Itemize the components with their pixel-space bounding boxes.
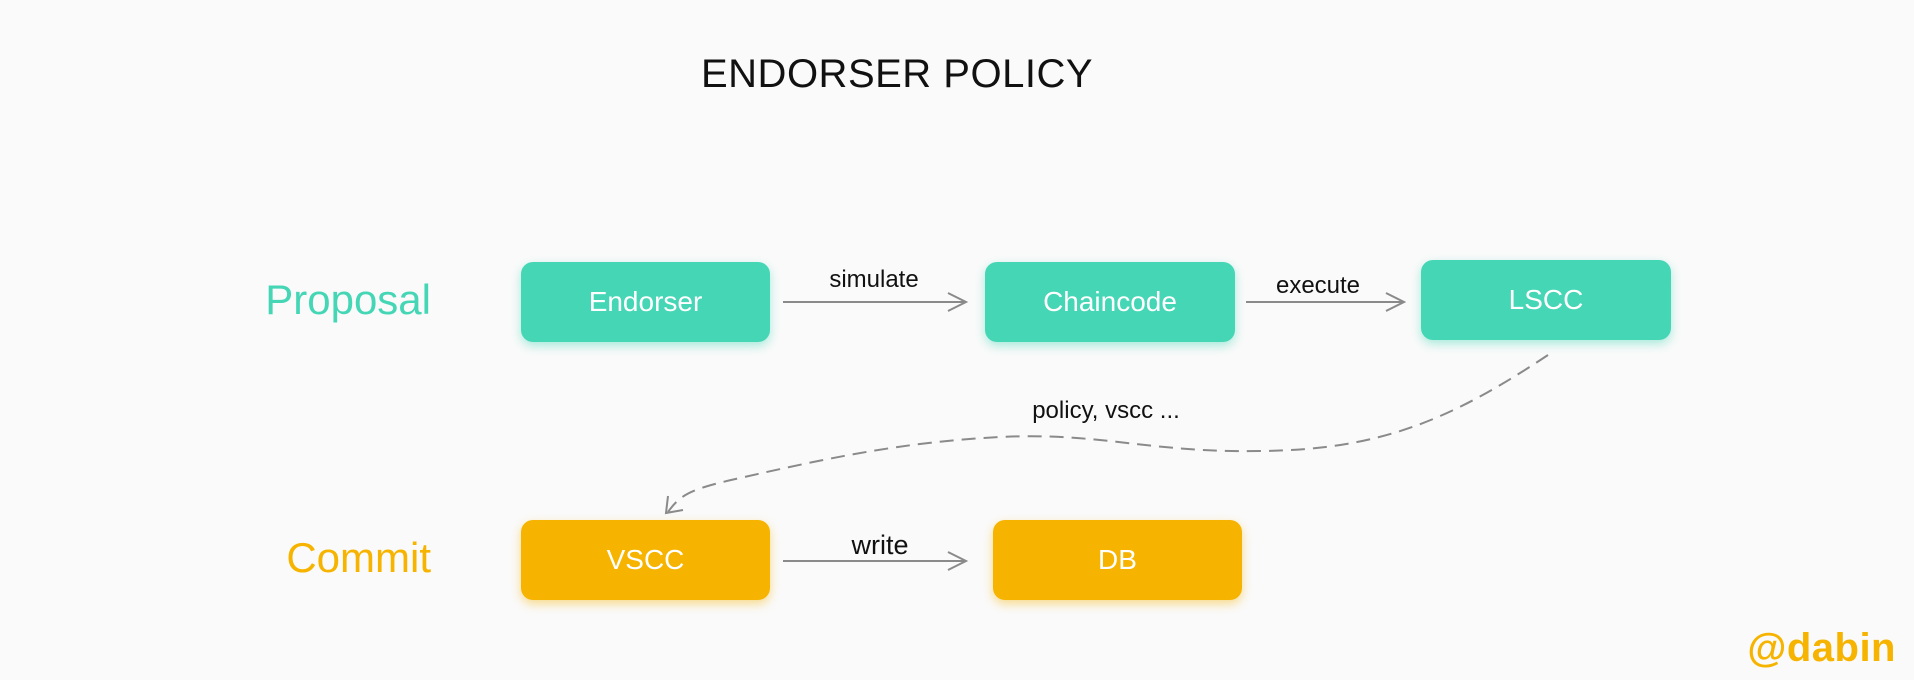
simulate-arrowhead [947,292,969,312]
db-node: DB [993,520,1242,600]
endorser-node: Endorser [521,262,770,342]
simulate-label: simulate [829,266,919,293]
policy-label: policy, vscc ... [1032,397,1180,424]
execute-label: execute [1275,272,1361,299]
write-arrowhead [947,551,969,571]
vscc-node: VSCC [521,520,770,600]
chaincode-node: Chaincode [985,262,1235,342]
commit-row-label: Commit [286,534,431,581]
policy-dashed-curve [667,354,1549,513]
diagram-title: ENDORSER POLICY [700,52,1094,96]
lscc-node: LSCC [1421,260,1671,340]
execute-arrowhead [1385,292,1407,312]
policy-arrowhead [664,495,684,515]
author-watermark: @dabin [1747,626,1896,670]
write-label: write [851,530,909,560]
proposal-row-label: Proposal [265,276,431,323]
